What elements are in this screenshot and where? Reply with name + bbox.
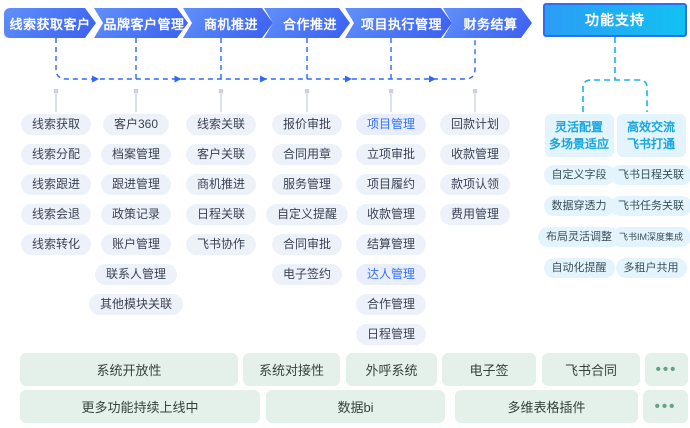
support-group-title-line: 飞书打通 bbox=[626, 136, 675, 151]
stage-button-label: 合作推进 bbox=[282, 16, 337, 32]
feature-pill: 日程管理 bbox=[355, 324, 426, 345]
support-pill: 布局灵活调整 bbox=[538, 227, 620, 247]
support-pill: 数据穿透力 bbox=[543, 196, 615, 216]
feature-pill: 线索会退 bbox=[20, 204, 91, 225]
feature-pill: 线索关联 bbox=[185, 114, 256, 135]
feature-pill: 款项认领 bbox=[439, 174, 510, 195]
support-group-1: 灵活配置多场景适应自定义字段数据穿透力布局灵活调整自动化提醒 bbox=[519, 114, 639, 289]
feature-pill: 政策记录 bbox=[100, 204, 171, 225]
support-pill: 飞书IM深度集成 bbox=[611, 227, 690, 247]
row1-box: 电子签 bbox=[442, 353, 536, 386]
stage-column-2: 客户360 档案管理跟进管理政策记录账户管理联系人管理其他模块关联 bbox=[76, 114, 196, 315]
support-group-title: 高效交流飞书打通 bbox=[616, 114, 686, 157]
support-pill: 多租户共用 bbox=[615, 258, 687, 278]
stage-button-3[interactable]: 商机推进 bbox=[183, 8, 273, 38]
stage-button-label: 品牌客户管理 bbox=[103, 16, 185, 32]
feature-pill: 报价审批 bbox=[271, 114, 342, 135]
support-group-title: 灵活配置多场景适应 bbox=[544, 114, 614, 157]
stage-column-3: 线索关联客户关联商机推进日程关联飞书协作 bbox=[161, 114, 281, 255]
stage-button-6[interactable]: 财务结算 bbox=[443, 8, 532, 38]
feature-pill: 合同审批 bbox=[271, 234, 342, 255]
stage-button-1[interactable]: 线索获取客户 bbox=[4, 8, 96, 38]
support-pill: 自定义字段 bbox=[543, 165, 615, 185]
feature-pill: 服务管理 bbox=[271, 174, 342, 195]
feature-pill: 项目履约 bbox=[355, 174, 426, 195]
row1-box: 飞书合同 bbox=[542, 353, 640, 386]
stage-column-4: 报价审批合同用章服务管理自定义提醒合同审批电子签约 bbox=[247, 114, 367, 285]
feature-pill: 客户360 bbox=[102, 114, 170, 135]
feature-pill: 合同用章 bbox=[271, 144, 342, 165]
feature-pill: 达人管理 bbox=[355, 264, 426, 285]
row1-box: 系统开放性 bbox=[20, 353, 238, 386]
support-group-title-line: 高效交流 bbox=[626, 119, 675, 134]
feature-pill: 账户管理 bbox=[100, 234, 171, 255]
row2-box: 更多功能持续上线中 bbox=[20, 390, 260, 423]
feature-pill: 合作管理 bbox=[355, 294, 426, 315]
feature-pill: 收款管理 bbox=[439, 144, 510, 165]
feature-pill: 档案管理 bbox=[100, 144, 171, 165]
row2-box: 数据bi bbox=[266, 390, 445, 423]
support-group-title-line: 多场景适应 bbox=[548, 136, 609, 151]
feature-pill: 线索获取 bbox=[20, 114, 91, 135]
feature-pill: 日程关联 bbox=[185, 204, 256, 225]
stage-button-label: 商机推进 bbox=[203, 16, 258, 32]
feature-pill: 商机推进 bbox=[185, 174, 256, 195]
feature-pill: 跟进管理 bbox=[100, 174, 171, 195]
row1-box: 外呼系统 bbox=[346, 353, 437, 386]
support-pill: 飞书任务关联 bbox=[610, 196, 690, 216]
feature-pill: 线索转化 bbox=[20, 234, 91, 255]
feature-pill: 项目管理 bbox=[355, 114, 426, 135]
stage-button-label: 项目执行管理 bbox=[360, 16, 442, 32]
support-group-title-line: 灵活配置 bbox=[554, 119, 603, 134]
stage-button-2[interactable]: 品牌客户管理 bbox=[94, 8, 188, 38]
feature-pill: 费用管理 bbox=[439, 204, 510, 225]
feature-pill: 联系人管理 bbox=[94, 264, 177, 285]
feature-pill: 结算管理 bbox=[355, 234, 426, 255]
stage-column-5: 项目管理立项审批项目履约收款管理结算管理达人管理合作管理日程管理 bbox=[331, 114, 451, 345]
support-button[interactable]: 功能支持 bbox=[543, 3, 687, 37]
more-ellipsis: ••• bbox=[645, 353, 688, 386]
feature-pill: 线索分配 bbox=[20, 144, 91, 165]
feature-pill: 其他模块关联 bbox=[88, 294, 183, 315]
stage-button-label: 线索获取客户 bbox=[9, 16, 91, 32]
stage-column-6: 回款计划收款管理款项认领费用管理 bbox=[415, 114, 535, 225]
feature-pill: 客户关联 bbox=[185, 144, 256, 165]
support-group-2: 高效交流飞书打通飞书日程关联飞书任务关联飞书IM深度集成多租户共用 bbox=[591, 114, 690, 289]
stage-button-4[interactable]: 合作推进 bbox=[264, 8, 350, 38]
row1-box: 系统对接性 bbox=[243, 353, 340, 386]
row2-box: 多维表格插件 bbox=[455, 390, 638, 423]
stage-button-5[interactable]: 项目执行管理 bbox=[345, 8, 452, 38]
support-pill: 自动化提醒 bbox=[543, 258, 615, 278]
support-pill: 飞书日程关联 bbox=[610, 165, 690, 185]
stage-column-1: 线索获取线索分配线索跟进线索会退线索转化 bbox=[0, 114, 116, 255]
feature-pill: 电子签约 bbox=[271, 264, 342, 285]
feature-pill: 立项审批 bbox=[355, 144, 426, 165]
stage-button-label: 财务结算 bbox=[463, 16, 518, 32]
feature-pill: 收款管理 bbox=[355, 204, 426, 225]
feature-pill: 飞书协作 bbox=[185, 234, 256, 255]
feature-pill: 自定义提醒 bbox=[265, 204, 348, 225]
feature-pill: 线索跟进 bbox=[20, 174, 91, 195]
more-ellipsis: ••• bbox=[643, 390, 688, 423]
feature-pill: 回款计划 bbox=[439, 114, 510, 135]
